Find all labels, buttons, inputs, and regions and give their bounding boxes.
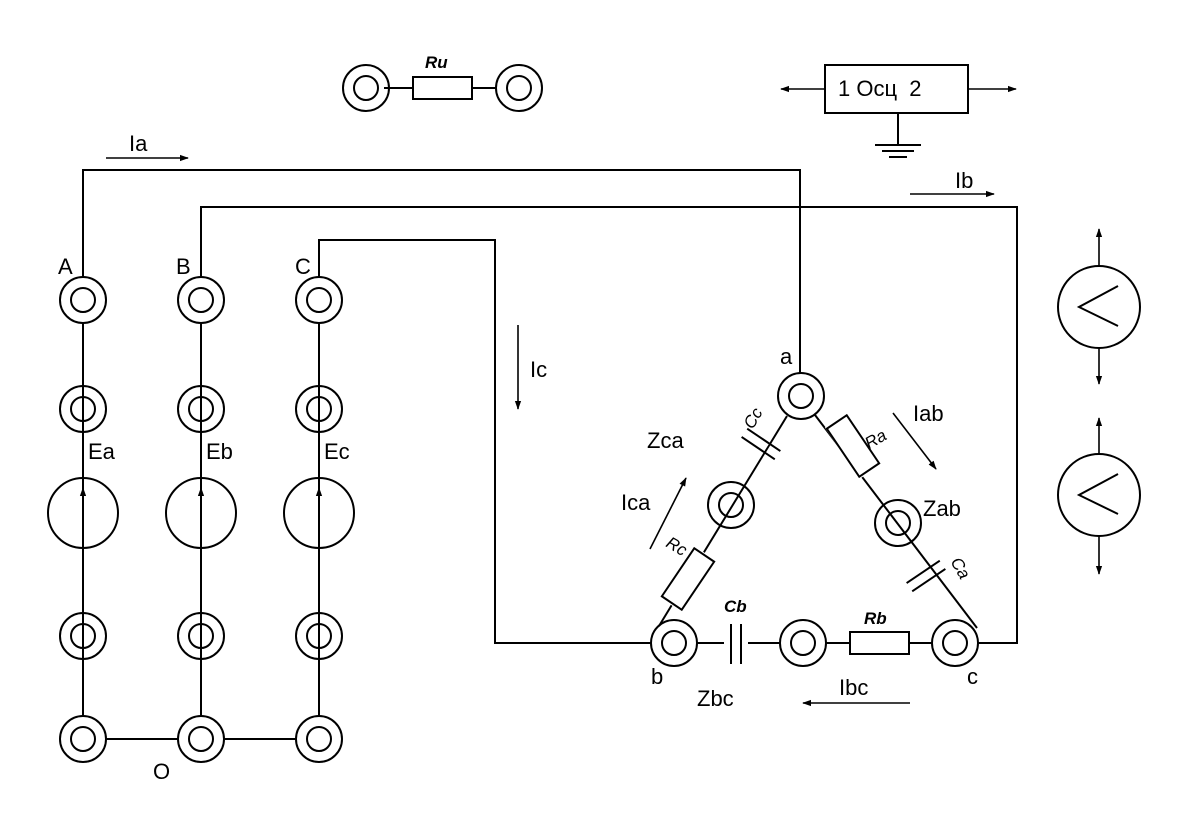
capacitors: [730, 427, 946, 664]
resistor-ru-icon: [412, 76, 473, 100]
oscilloscope: [780, 64, 1017, 158]
voltmeter-icon: [1057, 228, 1141, 385]
label-node-C: C: [295, 254, 311, 279]
terminal: [59, 385, 107, 433]
resistor-rc-icon: [660, 546, 716, 612]
voltmeter-icon: [1057, 417, 1141, 575]
label-ic: Ic: [530, 357, 547, 382]
label-ibc: Ibc: [839, 675, 868, 700]
resistor-ra-icon: [825, 413, 881, 479]
terminal-node-b: [650, 619, 698, 667]
label-ru: Ru: [425, 53, 448, 72]
current-arrows: [106, 154, 995, 707]
capacitor-ca-icon: [906, 559, 946, 593]
voltage-sources: [47, 477, 355, 549]
wire-phase-b: [200, 206, 1018, 644]
label-rb: Rb: [864, 609, 887, 628]
terminal-node-c: [931, 619, 979, 667]
terminal: [295, 276, 343, 324]
capacitor-cb-icon: [730, 624, 742, 664]
current-iab-arrow: [892, 412, 937, 470]
terminal: [295, 612, 343, 660]
wire-phase-a: [82, 169, 801, 373]
label-node-b: b: [651, 664, 663, 689]
label-zbc: Zbc: [697, 686, 734, 711]
label-ca: Ca: [947, 554, 974, 582]
voltage-source-c-icon: [283, 477, 355, 549]
current-ica-arrow: [649, 477, 687, 550]
label-cb: Cb: [724, 597, 747, 616]
terminal: [59, 612, 107, 660]
resistor-rb-icon: [849, 631, 910, 655]
terminal: [295, 715, 343, 763]
terminal-node-a: [777, 372, 825, 420]
label-oscilloscope: 1 Осц 2: [838, 76, 922, 101]
terminal: [59, 715, 107, 763]
terminal: [177, 612, 225, 660]
label-ea: Ea: [88, 439, 116, 464]
label-zca: Zca: [647, 428, 684, 453]
label-ec: Ec: [324, 439, 350, 464]
terminal: [177, 385, 225, 433]
label-node-B: B: [176, 254, 191, 279]
label-ia: Ia: [129, 131, 148, 156]
terminal: [177, 715, 225, 763]
voltage-source-a-icon: [47, 477, 119, 549]
label-eb: Eb: [206, 439, 233, 464]
voltage-source-b-icon: [165, 477, 237, 549]
terminal-bc-mid: [779, 619, 827, 667]
label-rc: Rc: [663, 533, 691, 560]
component-backgrounds: [413, 78, 910, 654]
label-cc: Cc: [740, 404, 767, 432]
terminal-zab: [874, 499, 922, 547]
wire-phase-c: [318, 239, 652, 644]
label-zab: Zab: [923, 496, 961, 521]
resistors: [412, 76, 910, 655]
label-ica: Ica: [621, 490, 651, 515]
label-node-a: a: [780, 344, 793, 369]
terminal-zca: [707, 481, 755, 529]
capacitor-cc-icon: [741, 427, 781, 461]
label-node-c: c: [967, 664, 978, 689]
label-ib: Ib: [955, 168, 973, 193]
ground-icon: [875, 113, 921, 158]
terminal: [295, 385, 343, 433]
terminal: [59, 276, 107, 324]
label-iab: Iab: [913, 401, 944, 426]
terminal-ru-right: [495, 64, 543, 112]
voltmeters: [1057, 228, 1141, 575]
terminal-ru-left: [342, 64, 390, 112]
terminal: [177, 276, 225, 324]
label-neutral-O: O: [153, 759, 170, 784]
label-node-A: A: [58, 254, 73, 279]
labels: A B C O Ea Eb Ec Ia Ib Ic a b c Iab Ibc …: [58, 53, 978, 784]
terminals: [59, 64, 979, 763]
